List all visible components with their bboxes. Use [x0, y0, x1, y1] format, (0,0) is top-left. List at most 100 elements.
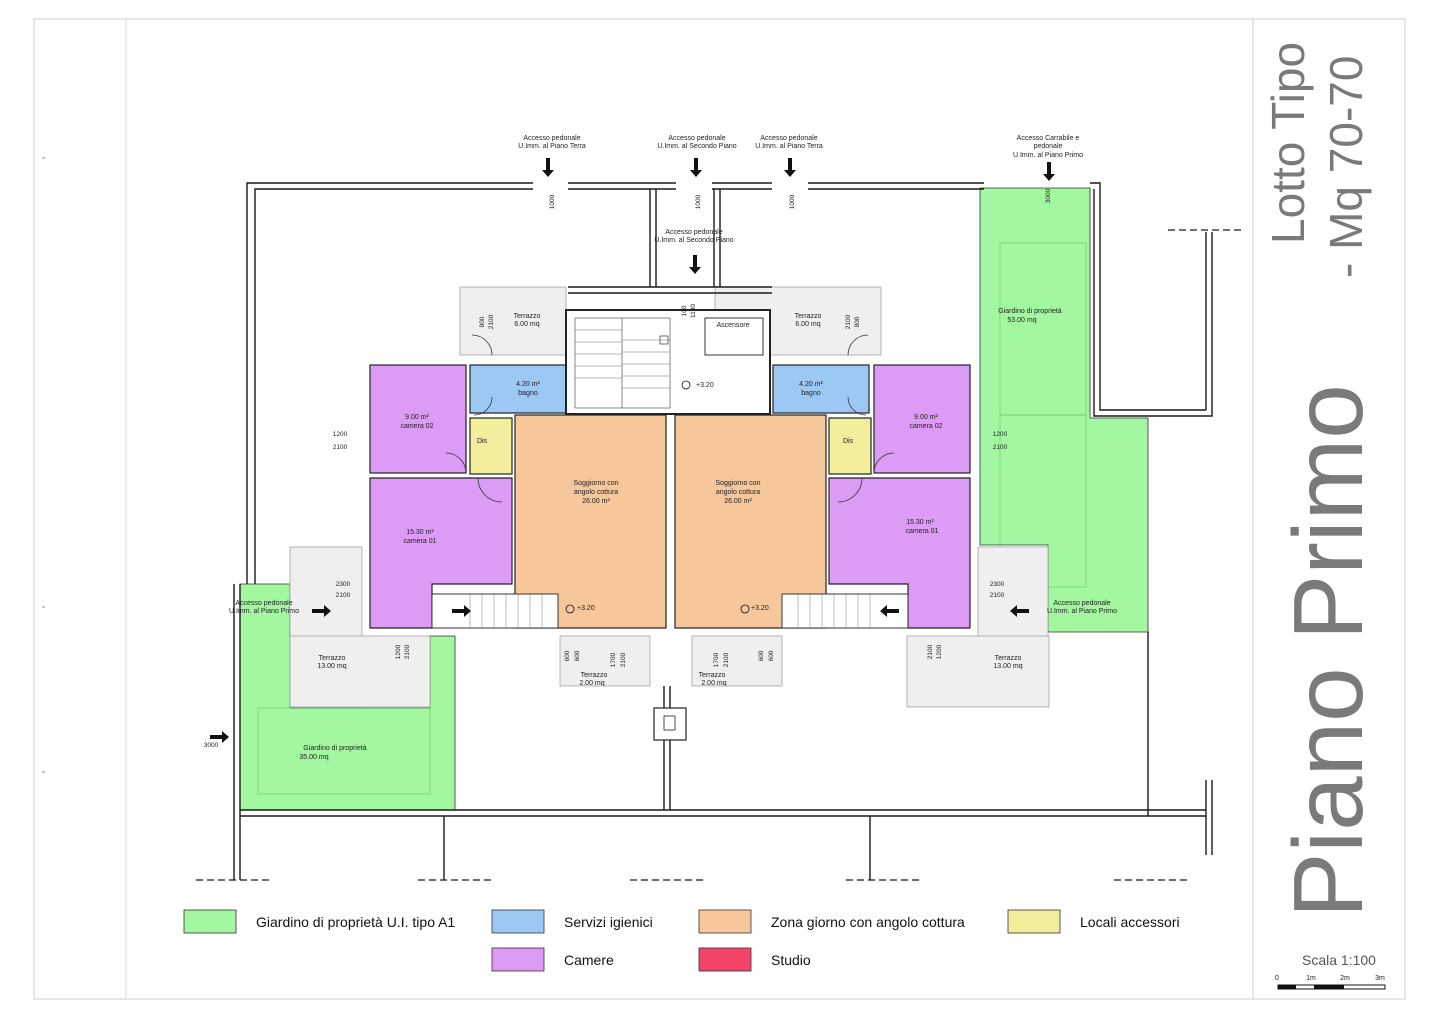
garden-left-area: 35.00 mq [299, 754, 328, 761]
level-marker-icon [681, 380, 691, 390]
terrace-br-area: 13.00 mq [993, 663, 1022, 670]
room-living-left [514, 414, 667, 629]
bed2-right-name: camera 02 [909, 423, 942, 430]
dim-door-tr-2: 800 [854, 316, 861, 327]
access-4-line2: pedonale [1034, 143, 1063, 150]
dis-left-label: Dis [477, 438, 488, 445]
elevator-label: Ascensore [716, 322, 749, 329]
dim-bed-l-1: 1200 [395, 644, 402, 659]
bath-left-name: bagno [518, 390, 538, 397]
dim-gate-1: 1000 [549, 194, 556, 209]
dim-gate-left: 3000 [204, 742, 219, 749]
level-marker-icon [740, 604, 750, 614]
dim-win-sr-1: 600 [758, 650, 765, 661]
legend-swatch-garden [183, 909, 237, 934]
stair-level: +3.20 [696, 382, 714, 389]
bed1-left-area: 15.30 m² [406, 529, 434, 536]
access-4-line1: Accesso Carrabile e [1017, 135, 1080, 142]
living-left-area: 26.00 m² [582, 498, 610, 505]
scale-bar [1277, 984, 1386, 990]
access-right-line1: Accesso pedonale [1053, 600, 1110, 607]
living-right-line1: Soggiorno con [715, 480, 760, 487]
dim-door-sr-1: 1700 [713, 652, 720, 667]
dim-window-l-1: 1200 [333, 431, 348, 438]
dim-door-tl-2: 2100 [488, 314, 495, 329]
level-marker-icon [565, 604, 575, 614]
room-bath-left [469, 364, 567, 414]
room-dis-left [469, 417, 513, 475]
legend: Giardino di proprietà U.I. tipo A1 Servi… [183, 909, 1180, 972]
access-left-line2: U.Imm. al Piano Primo [229, 608, 299, 615]
dim-door-sl-2: 2100 [620, 652, 627, 667]
living-right-level: +3.20 [751, 605, 769, 612]
terrace-bl-label: Terrazzo [319, 655, 346, 662]
arrow-left-icon [1010, 605, 1029, 617]
dim-bed-r-1: 2100 [927, 644, 934, 659]
legend-swatch-accessory [1007, 909, 1061, 934]
bed1-right-name: camera 01 [905, 528, 938, 535]
terrace-sr-area: 2.00 mq [701, 680, 726, 687]
access-1-line1: Accesso pedonale [523, 135, 580, 142]
entry-stairs [431, 593, 909, 629]
legend-label-bedroom: Camere [564, 952, 614, 968]
living-left-line2: angolo cottura [574, 489, 618, 496]
dim-gate-2: 1000 [695, 194, 702, 209]
dim-gate-4: 3000 [1045, 188, 1052, 203]
access-4-line3: U.Imm. al Piano Primo [1013, 152, 1083, 159]
access-3-line1: Accesso pedonale [760, 135, 817, 142]
access-2-line2: U.Imm. al Secondo Piano [657, 143, 736, 150]
room-bed2-right [873, 364, 971, 474]
bath-right-area: 4.20 m² [799, 381, 823, 388]
bed1-right-area: 15.30 m² [906, 519, 934, 526]
legend-swatch-studio [698, 947, 752, 972]
legend-label-bath: Servizi igienici [564, 914, 653, 930]
terrace-br-label: Terrazzo [995, 655, 1022, 662]
dim-door-tr-1: 2100 [845, 314, 852, 329]
access-arrows [210, 158, 1055, 743]
arrow-down-icon [689, 255, 701, 274]
arrow-down-icon [1043, 162, 1055, 181]
dim-core-1: 100 [681, 305, 688, 316]
room-bath-right [772, 364, 870, 414]
boundary-walls [233, 182, 1213, 880]
terraces [289, 286, 1050, 708]
dimensions: 1000 1000 1000 3000 100 1100 800 2100 21… [204, 188, 1052, 749]
access-5-line1: Accesso pedonale [665, 229, 722, 236]
dim-window-r-1: 1200 [993, 431, 1008, 438]
dim-door-bl-2: 2100 [336, 592, 351, 599]
lot-title-line1: Lotto Tipo [1262, 42, 1314, 244]
terrace-tl-label: Terrazzo [514, 313, 541, 320]
dim-window-r-2: 2100 [993, 444, 1008, 451]
access-left-line1: Accesso pedonale [235, 600, 292, 607]
arrow-down-icon [542, 158, 554, 177]
dim-door-tl-1: 800 [479, 316, 486, 327]
sheet-border [33, 18, 1406, 1000]
room-bed1-left [369, 477, 513, 629]
legend-swatch-bath [491, 909, 545, 934]
living-right-line2: angolo cottura [716, 489, 760, 496]
garden-right-area: 53.00 mq [1007, 317, 1036, 324]
sheet-title: Piano Primo [1273, 384, 1383, 918]
bed2-left-area: 9.00 m² [405, 414, 429, 421]
arrow-down-icon [690, 158, 702, 177]
legend-label-living: Zona giorno con angolo cottura [771, 914, 965, 930]
terrace-tr-area: 6.00 mq [795, 321, 820, 328]
legend-swatch-living [698, 909, 752, 934]
access-3-line2: U.Imm. al Piano Terra [755, 143, 823, 150]
scale-label: Scala 1:100 [1302, 952, 1376, 968]
dim-bed-r-2: 1200 [936, 644, 943, 659]
dim-win-sr-2: 600 [768, 650, 775, 661]
legend-label-accessory: Locali accessori [1080, 914, 1180, 930]
dim-door-br-2: 2100 [990, 592, 1005, 599]
dim-window-l-2: 2100 [333, 444, 348, 451]
access-2-line1: Accesso pedonale [668, 135, 725, 142]
dis-right-label: Dis [843, 438, 854, 445]
bed2-right-area: 9.00 m² [914, 414, 938, 421]
dim-win-sl-1: 600 [564, 650, 571, 661]
bath-left-area: 4.20 m² [516, 381, 540, 388]
bed1-left-name: camera 01 [403, 538, 436, 545]
access-1-line2: U.Imm. al Piano Terra [518, 143, 586, 150]
legend-label-studio: Studio [771, 952, 811, 968]
door-swings [445, 334, 895, 503]
